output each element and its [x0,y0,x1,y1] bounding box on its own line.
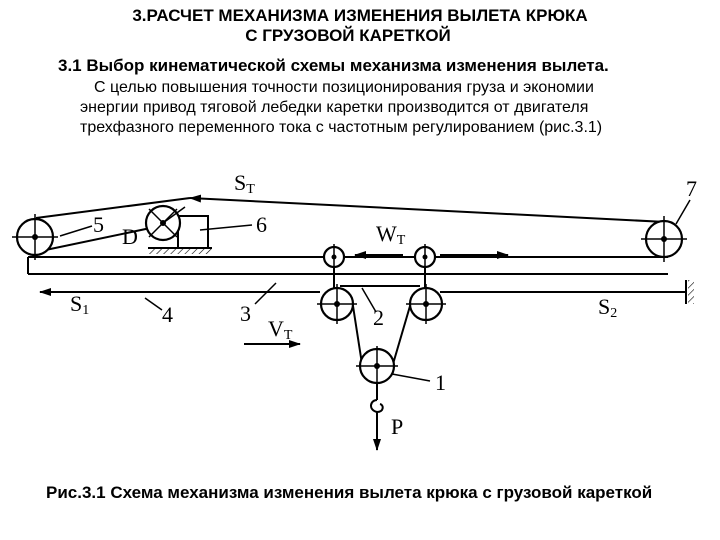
page-title: 3.РАСЧЕТ МЕХАНИЗМА ИЗМЕНЕНИЯ ВЫЛЕТА КРЮК… [132,6,588,25]
label-wt: WT [376,221,406,248]
carriage-sheave-left [317,284,357,324]
carriage-frame [333,267,426,292]
winch-drum-d [144,204,186,242]
carriage-wheel-right [413,244,437,270]
label-5: 5 [93,212,104,237]
section-heading: 3.1 Выбор кинематической схемы механизма… [58,56,609,75]
body-paragraph: С целью повышения точности позиционирова… [80,78,670,138]
label-6: 6 [256,212,267,237]
pulley-5 [12,214,58,260]
diagram-labels: ST WT VT S1 S2 D P 1 2 3 4 5 6 7 [70,170,697,439]
paragraph-line: С целью повышения точности позиционирова… [94,79,594,96]
paragraph-line: трехфазного переменного тока с частотным… [80,119,603,136]
rope-anchor [688,280,694,304]
page-title-line2: С ГРУЗОВОЙ КАРЕТКОЙ [245,26,451,45]
hook-block-ropes [352,305,411,365]
hook [370,383,384,414]
label-1: 1 [435,370,446,395]
label-vt: VT [268,316,293,343]
paragraph-line: энергии привод тяговой лебедки каретки п… [80,99,589,116]
label-4: 4 [162,302,173,327]
carriage-sheave-right [406,284,446,324]
leader-lines [59,199,691,382]
boom-rails [27,256,668,275]
label-3: 3 [240,301,251,326]
label-d: D [122,224,138,249]
label-2: 2 [373,305,384,330]
label-s1: S1 [70,291,89,318]
hoist-rope-lower [39,280,687,304]
traction-rope-upper [35,194,667,253]
label-p: P [391,414,403,439]
label-7: 7 [686,176,697,201]
label-s2: S2 [598,294,617,321]
winch-motor-6 [148,215,212,254]
label-st: ST [234,170,255,197]
figure-caption: Рис.3.1 Схема механизма изменения вылета… [46,483,653,502]
pulley-7 [641,216,687,262]
hook-block-pulley-1 [356,346,398,386]
carriage-wheel-left [322,244,346,270]
